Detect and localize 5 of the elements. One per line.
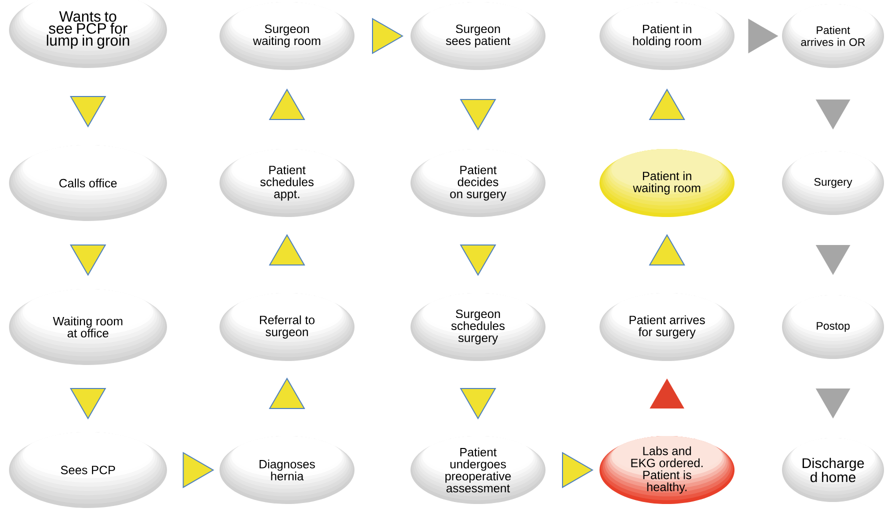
- arrow: [816, 388, 850, 418]
- arrow: [650, 378, 684, 408]
- arrow: [816, 245, 850, 275]
- arrow: [748, 18, 778, 54]
- arrow: [816, 100, 850, 130]
